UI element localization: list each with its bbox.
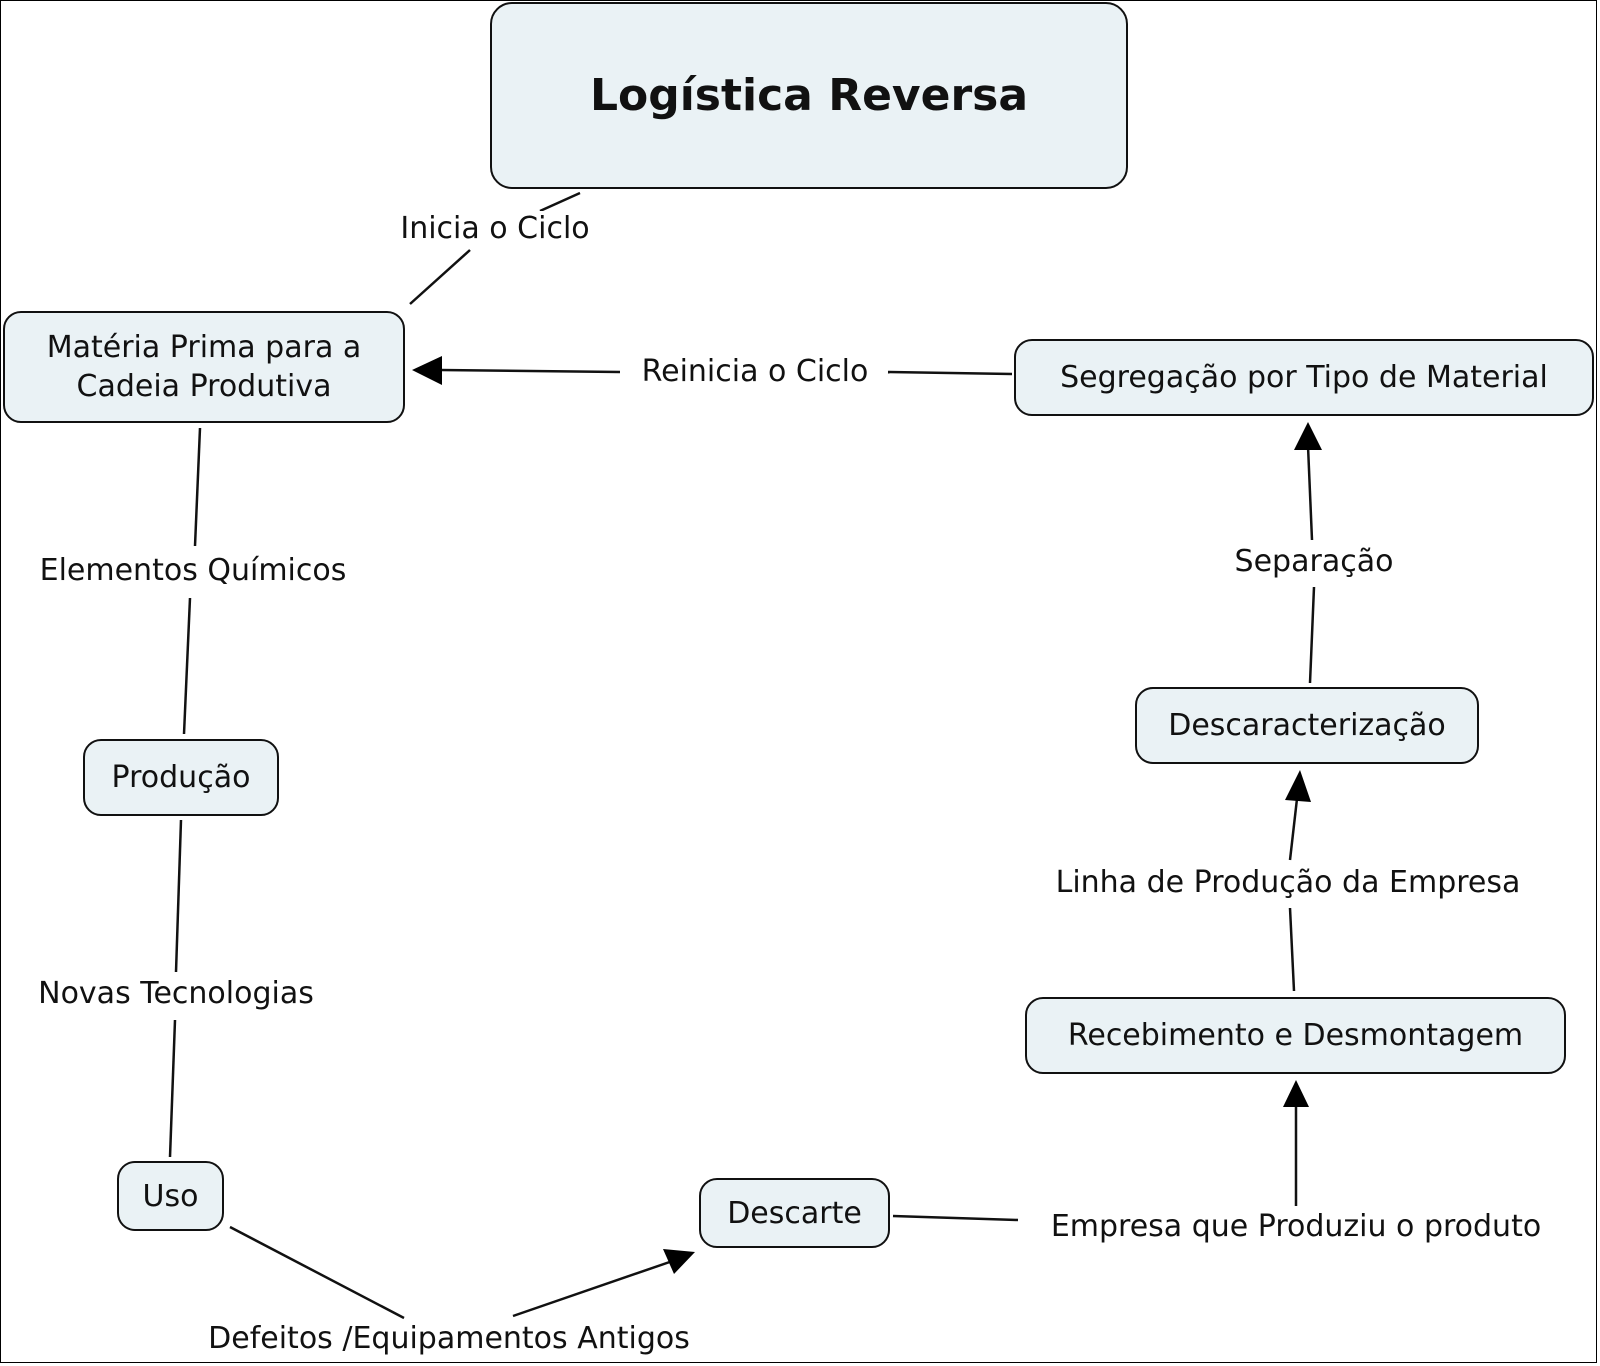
arrowhead-recebimento [1283, 1080, 1309, 1107]
connector-elementos-to-producao [182, 597, 192, 735]
connector-descarte-to-empresa [892, 1214, 1019, 1222]
connector-novas-to-uso [168, 1019, 177, 1158]
node-materia-prima[interactable]: Matéria Prima para a Cadeia Produtiva [3, 311, 405, 423]
link-label-novas-tecnologias: Novas Tecnologias [34, 976, 318, 1012]
connector-uso-to-defeitos [229, 1225, 405, 1320]
connector-inicia-to-materia-prima [409, 249, 471, 305]
connector-linha-to-descaracterizacao [1288, 789, 1300, 861]
link-label-empresa-produziu: Empresa que Produziu o produto [1046, 1209, 1546, 1245]
connector-producao-to-novas [174, 819, 183, 973]
arrowhead-segregacao [1294, 422, 1322, 450]
node-producao[interactable]: Produção [83, 739, 279, 816]
connector-root-to-inicia [539, 191, 581, 213]
node-uso[interactable]: Uso [117, 1161, 224, 1231]
connector-separacao-to-segregacao [1306, 445, 1314, 541]
connector-descaracterizacao-to-separacao [1308, 586, 1316, 684]
node-logistica-reversa[interactable]: Logística Reversa [490, 2, 1128, 189]
link-label-separacao: Separação [1230, 544, 1398, 580]
link-label-linha-producao: Linha de Produção da Empresa [1051, 865, 1525, 901]
connector-reinicia-to-materia-prima [439, 368, 621, 374]
node-segregacao[interactable]: Segregação por Tipo de Material [1014, 339, 1594, 416]
node-descaracterizacao[interactable]: Descaracterização [1135, 687, 1479, 764]
node-recebimento-desmontagem[interactable]: Recebimento e Desmontagem [1025, 997, 1566, 1074]
connector-defeitos-to-descarte [512, 1253, 691, 1318]
link-label-reinicia-o-ciclo: Reinicia o Ciclo [637, 354, 873, 390]
link-label-defeitos-equipamentos: Defeitos /Equipamentos Antigos [204, 1321, 694, 1357]
connector-materia-prima-to-elementos [193, 427, 202, 547]
link-label-elementos-quimicos: Elementos Químicos [35, 553, 351, 589]
arrowhead-materia-prima [412, 356, 442, 385]
node-descarte[interactable]: Descarte [699, 1178, 890, 1248]
connector-recebimento-to-linha [1288, 907, 1296, 992]
connector-segregacao-to-reinicia [887, 370, 1013, 376]
arrowhead-descaracterizacao [1285, 770, 1311, 802]
arrowhead-descarte [663, 1249, 695, 1274]
link-label-inicia-o-ciclo: Inicia o Ciclo [396, 211, 594, 247]
